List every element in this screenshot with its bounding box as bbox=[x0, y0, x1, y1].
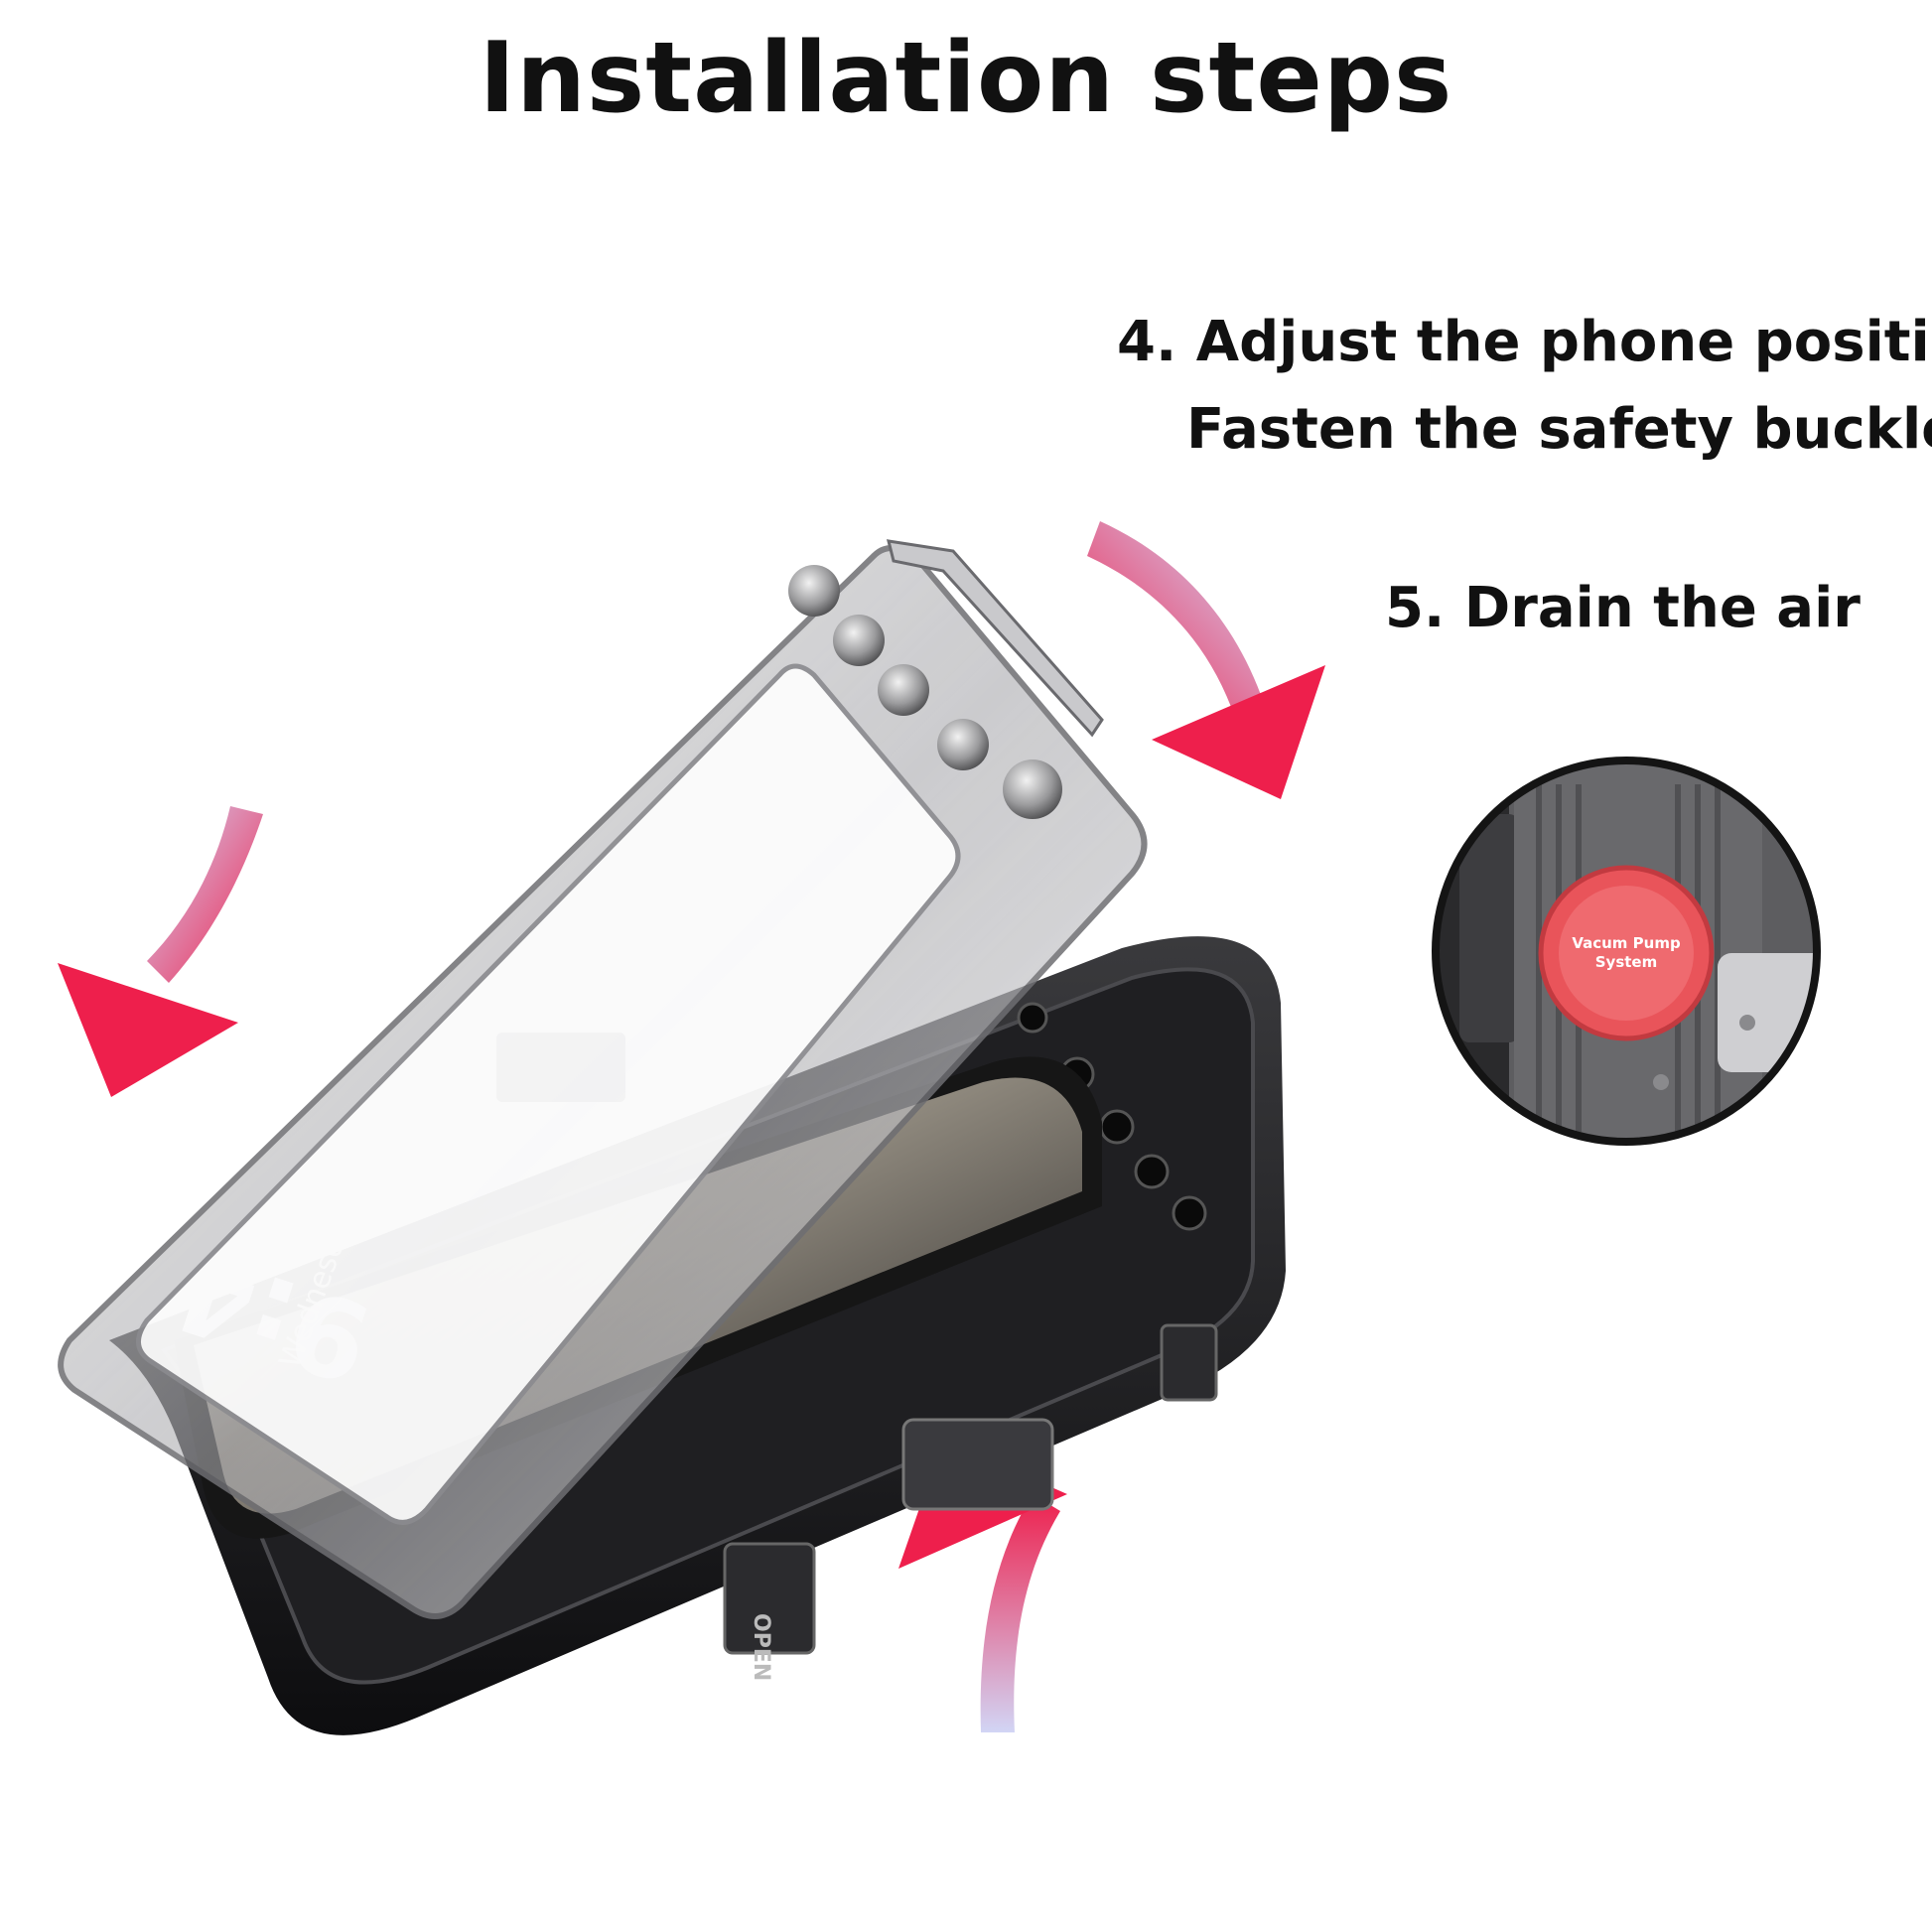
page-title: Installation steps bbox=[479, 22, 1453, 135]
step5-title: 5. Drain the air bbox=[1385, 576, 1861, 640]
curved-arrow-icon bbox=[1087, 521, 1325, 799]
step4-title: 4. Adjust the phone position bbox=[1117, 310, 1932, 374]
knob bbox=[788, 565, 840, 617]
knob bbox=[878, 664, 929, 716]
pump-label-line1: Vacum Pump bbox=[1572, 934, 1681, 952]
vacuum-pump-button-icon: Vacum Pump System bbox=[1432, 757, 1821, 1146]
step4-subtitle: Fasten the safety buckle bbox=[1186, 397, 1932, 462]
pump-label-line2: System bbox=[1595, 953, 1657, 971]
open-label: OPEN bbox=[749, 1613, 773, 1681]
curved-arrow-icon bbox=[58, 806, 263, 1097]
knob bbox=[1003, 759, 1062, 819]
transparent-lid bbox=[58, 539, 1148, 1619]
knob bbox=[937, 719, 989, 770]
vacuum-pump-callout: Vacum Pump System bbox=[1430, 755, 1823, 1148]
safety-buckle bbox=[886, 539, 1104, 738]
open-latch bbox=[723, 1542, 816, 1655]
knob bbox=[833, 615, 885, 666]
